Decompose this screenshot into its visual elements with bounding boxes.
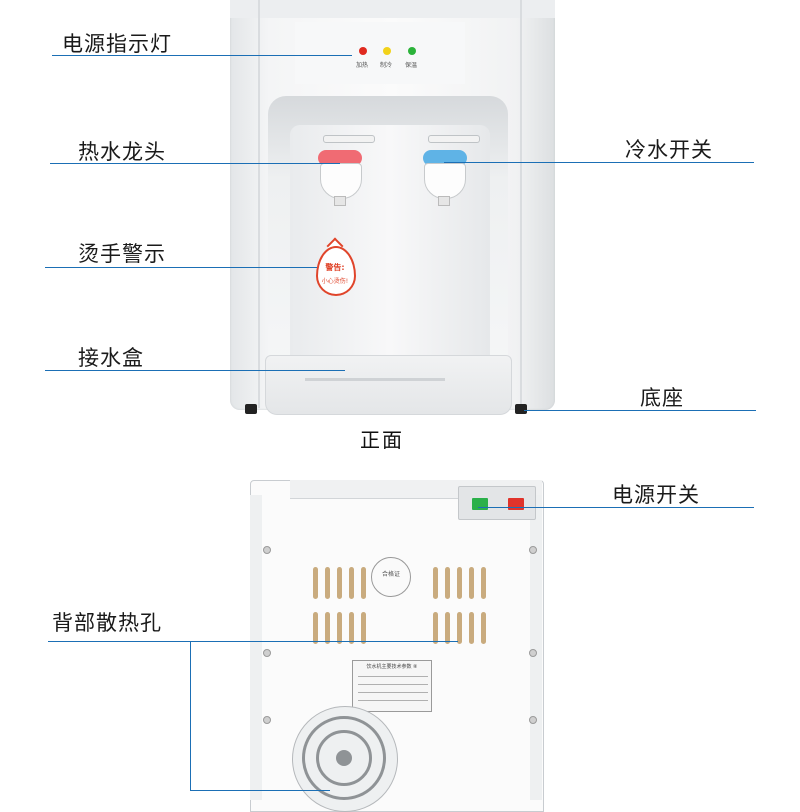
heating-led — [359, 47, 367, 55]
vent-slot — [469, 612, 474, 644]
warning-text: 小心烫伤! — [321, 278, 349, 285]
label-power-switch: 电源开关 — [612, 483, 700, 507]
power-switch-red[interactable] — [508, 498, 524, 510]
label-base: 底座 — [640, 386, 684, 410]
vent-slot — [433, 612, 438, 644]
vent-slot — [433, 567, 438, 599]
label-hot-tap: 热水龙头 — [78, 140, 166, 164]
vent-slot — [481, 567, 486, 599]
callout-line-rear-vents-fan — [190, 790, 330, 791]
screw — [263, 649, 271, 657]
callout-line-base — [524, 410, 756, 411]
vent-slot — [481, 612, 486, 644]
spec-plate — [352, 660, 432, 712]
vent-slot — [349, 567, 354, 599]
screw — [529, 716, 537, 724]
drop-warning-icon — [316, 246, 356, 296]
hot-tap-lever[interactable] — [323, 135, 375, 143]
cooling-led — [383, 47, 391, 55]
callout-line-cold-switch — [444, 162, 754, 163]
spec-plate-row — [358, 692, 428, 693]
callout-line-power-switch — [478, 507, 754, 508]
spec-plate-title: 饮水机主要技术参数 ⑧ — [366, 664, 418, 670]
label-cold-switch: 冷水开关 — [625, 138, 713, 162]
vent-slot — [325, 612, 330, 644]
cold-tap-nozzle — [438, 196, 450, 206]
vent-slot — [445, 612, 450, 644]
drip-tray-slot — [305, 378, 445, 381]
fan-hub — [336, 750, 352, 766]
caption-front: 正面 — [360, 428, 404, 452]
screw — [263, 716, 271, 724]
led-label-heating: 加热 — [356, 62, 369, 69]
label-rear-vents: 背部散热孔 — [52, 611, 162, 635]
drip-tray[interactable] — [265, 355, 512, 415]
vent-slot — [337, 567, 342, 599]
screw — [529, 546, 537, 554]
label-power-indicator: 电源指示灯 — [62, 32, 172, 56]
callout-line-drip-tray — [45, 370, 345, 371]
label-burn-warning: 烫手警示 — [78, 242, 166, 266]
vent-slot — [313, 567, 318, 599]
label-drip-tray: 接水盒 — [78, 346, 144, 370]
vent-slot — [349, 612, 354, 644]
led-label-cooling: 制冷 — [380, 62, 393, 69]
hot-tap-ring — [318, 150, 362, 166]
certificate-seal — [371, 557, 411, 597]
body-edge-right — [520, 0, 522, 408]
body-edge-left — [258, 0, 260, 408]
vent-slot — [337, 612, 342, 644]
fan-ring-middle — [316, 730, 372, 786]
screw — [263, 546, 271, 554]
warning-title: 警告: — [325, 263, 345, 272]
certificate-seal-text: 合格证 — [381, 571, 400, 578]
power-switch-box — [458, 486, 536, 520]
led-label-keep-warm: 保温 — [405, 62, 418, 69]
callout-line-rear-vents-drop — [190, 641, 191, 791]
vent-slot — [313, 612, 318, 644]
vent-slot — [361, 567, 366, 599]
spec-plate-row — [358, 684, 428, 685]
spec-plate-row — [358, 700, 428, 701]
callout-line-power-indicator — [52, 55, 352, 56]
callout-line-burn-warning — [45, 267, 317, 268]
hot-tap-nozzle — [334, 196, 346, 206]
vent-slot — [457, 612, 462, 644]
power-switch-green[interactable] — [472, 498, 488, 510]
vent-slot — [361, 612, 366, 644]
spec-plate-row — [358, 676, 428, 677]
back-edge-left — [250, 495, 262, 800]
dispenser-top — [230, 0, 555, 18]
keep-warm-led — [408, 47, 416, 55]
vent-slot — [469, 567, 474, 599]
fan-ring-outer — [302, 716, 386, 800]
foot-left — [245, 404, 257, 414]
callout-line-rear-vents — [48, 641, 458, 642]
back-edge-right — [530, 495, 542, 800]
vent-slot — [457, 567, 462, 599]
vent-slot — [445, 567, 450, 599]
foot-right — [515, 404, 527, 414]
hot-tap[interactable] — [320, 163, 362, 199]
indicator-panel — [295, 22, 465, 84]
cold-tap[interactable] — [424, 163, 466, 199]
callout-line-hot-tap — [50, 163, 340, 164]
vent-slot — [325, 567, 330, 599]
screw — [529, 649, 537, 657]
cold-tap-lever[interactable] — [428, 135, 480, 143]
